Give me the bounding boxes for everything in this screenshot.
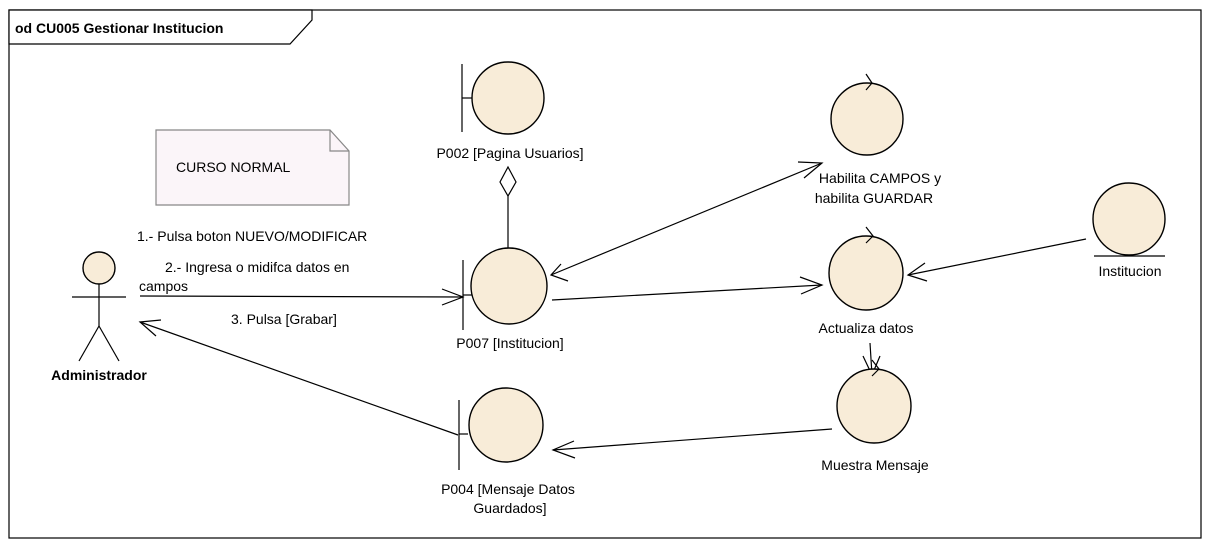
boundary-p007[interactable]: P007 [Institucion] <box>456 247 564 351</box>
arrowhead <box>138 319 162 337</box>
arrowhead <box>799 276 824 295</box>
association-p007-actualiza <box>551 284 823 301</box>
message-1: 1.- Pulsa boton NUEVO/MODIFICAR <box>137 228 367 244</box>
association-p004-actor <box>139 321 459 436</box>
arrowhead <box>549 263 569 282</box>
arrowhead <box>551 440 576 459</box>
arrowhead <box>797 161 824 179</box>
connectors <box>138 161 1087 459</box>
boundary-p004[interactable]: P004 [Mensaje Datos Guardados] <box>441 387 575 516</box>
control-muestra-label: Muestra Mensaje <box>821 457 929 473</box>
aggregation-diamond <box>499 165 517 198</box>
message-2-line2: campos <box>139 278 188 294</box>
message-labels: 1.- Pulsa boton NUEVO/MODIFICAR 2.- Ingr… <box>137 228 367 327</box>
association-actor-p007 <box>139 295 464 298</box>
diagram-frame: od CU005 Gestionar Institucion <box>8 9 1202 539</box>
control-muestra[interactable]: Muestra Mensaje <box>821 359 929 473</box>
control-actualiza-label: Actualiza datos <box>819 320 914 336</box>
control-habilita-label-line1: Habilita CAMPOS y <box>819 170 941 186</box>
control-habilita-label-line2: habilita GUARDAR <box>815 190 933 206</box>
boundary-p002[interactable]: P002 [Pagina Usuarios] <box>436 61 584 161</box>
frame-title: od CU005 Gestionar Institucion <box>15 20 223 36</box>
boundary-p004-label-line1: P004 [Mensaje Datos <box>441 481 575 497</box>
note-text: CURSO NORMAL <box>176 159 291 175</box>
association-muestra-p004 <box>552 428 833 451</box>
boundary-p007-label: P007 [Institucion] <box>456 335 563 351</box>
actor-label: Administrador <box>51 367 147 383</box>
arrowhead <box>906 262 928 282</box>
actor-administrador[interactable]: Administrador <box>51 251 147 383</box>
boundary-p004-label-line2: Guardados] <box>473 500 546 516</box>
note-curso-normal[interactable]: CURSO NORMAL <box>155 129 350 206</box>
message-2-line1: 2.- Ingresa o midifca datos en <box>165 259 349 275</box>
message-3: 3. Pulsa [Grabar] <box>231 311 337 327</box>
entity-institucion[interactable]: Institucion <box>1092 182 1166 279</box>
association-institucion-actualiza <box>907 238 1087 276</box>
boundary-p002-label: P002 [Pagina Usuarios] <box>436 145 583 161</box>
association-p007-habilita <box>550 162 823 276</box>
control-actualiza[interactable]: Actualiza datos <box>819 226 914 336</box>
control-habilita[interactable]: Habilita CAMPOS y habilita GUARDAR <box>815 73 941 206</box>
entity-institucion-label: Institucion <box>1098 263 1161 279</box>
